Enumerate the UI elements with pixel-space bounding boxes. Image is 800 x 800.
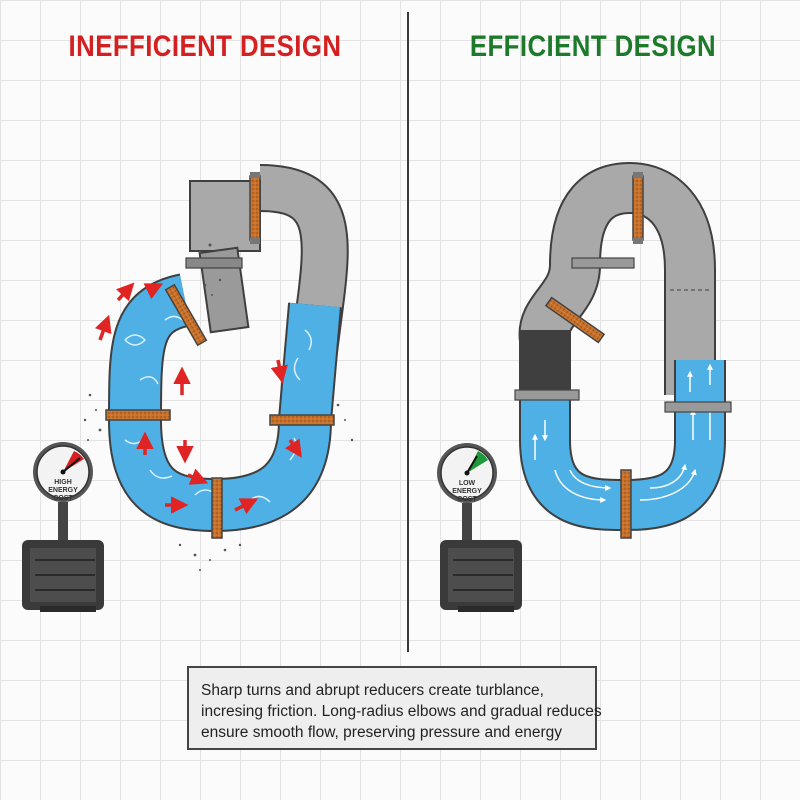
caption-line: ensure smooth flow, preserving pressure … (201, 724, 563, 741)
panel-divider (407, 12, 409, 652)
efficient-design-title: EFFICIENT DESIGN (469, 30, 717, 63)
inefficient-pipe-system (22, 164, 354, 612)
high-energy-cost-label: HIGH ENERGY COST (48, 479, 78, 502)
right-pump (440, 540, 522, 612)
high-energy-gauge (33, 442, 93, 542)
efficient-flanges (514, 172, 732, 539)
caption-line: Sharp turns and abrupt reducers create t… (201, 682, 544, 699)
inefficient-flanges (105, 172, 335, 539)
caption-line: incresing friction. Long-radius elbows a… (201, 703, 602, 720)
low-energy-gauge (437, 443, 497, 543)
left-pump (22, 540, 104, 612)
low-energy-cost-label: LOW ENERGY COST (452, 480, 482, 503)
efficient-pipe-system (437, 162, 732, 612)
turbulent-flow-arrows (94, 282, 302, 515)
caption-box: Sharp turns and abrupt reducers create t… (187, 666, 602, 750)
inefficient-pipe-body (259, 166, 347, 442)
debris-particles (83, 243, 354, 571)
inefficient-design-title: INEFFICIENT DESIGN (68, 30, 342, 63)
